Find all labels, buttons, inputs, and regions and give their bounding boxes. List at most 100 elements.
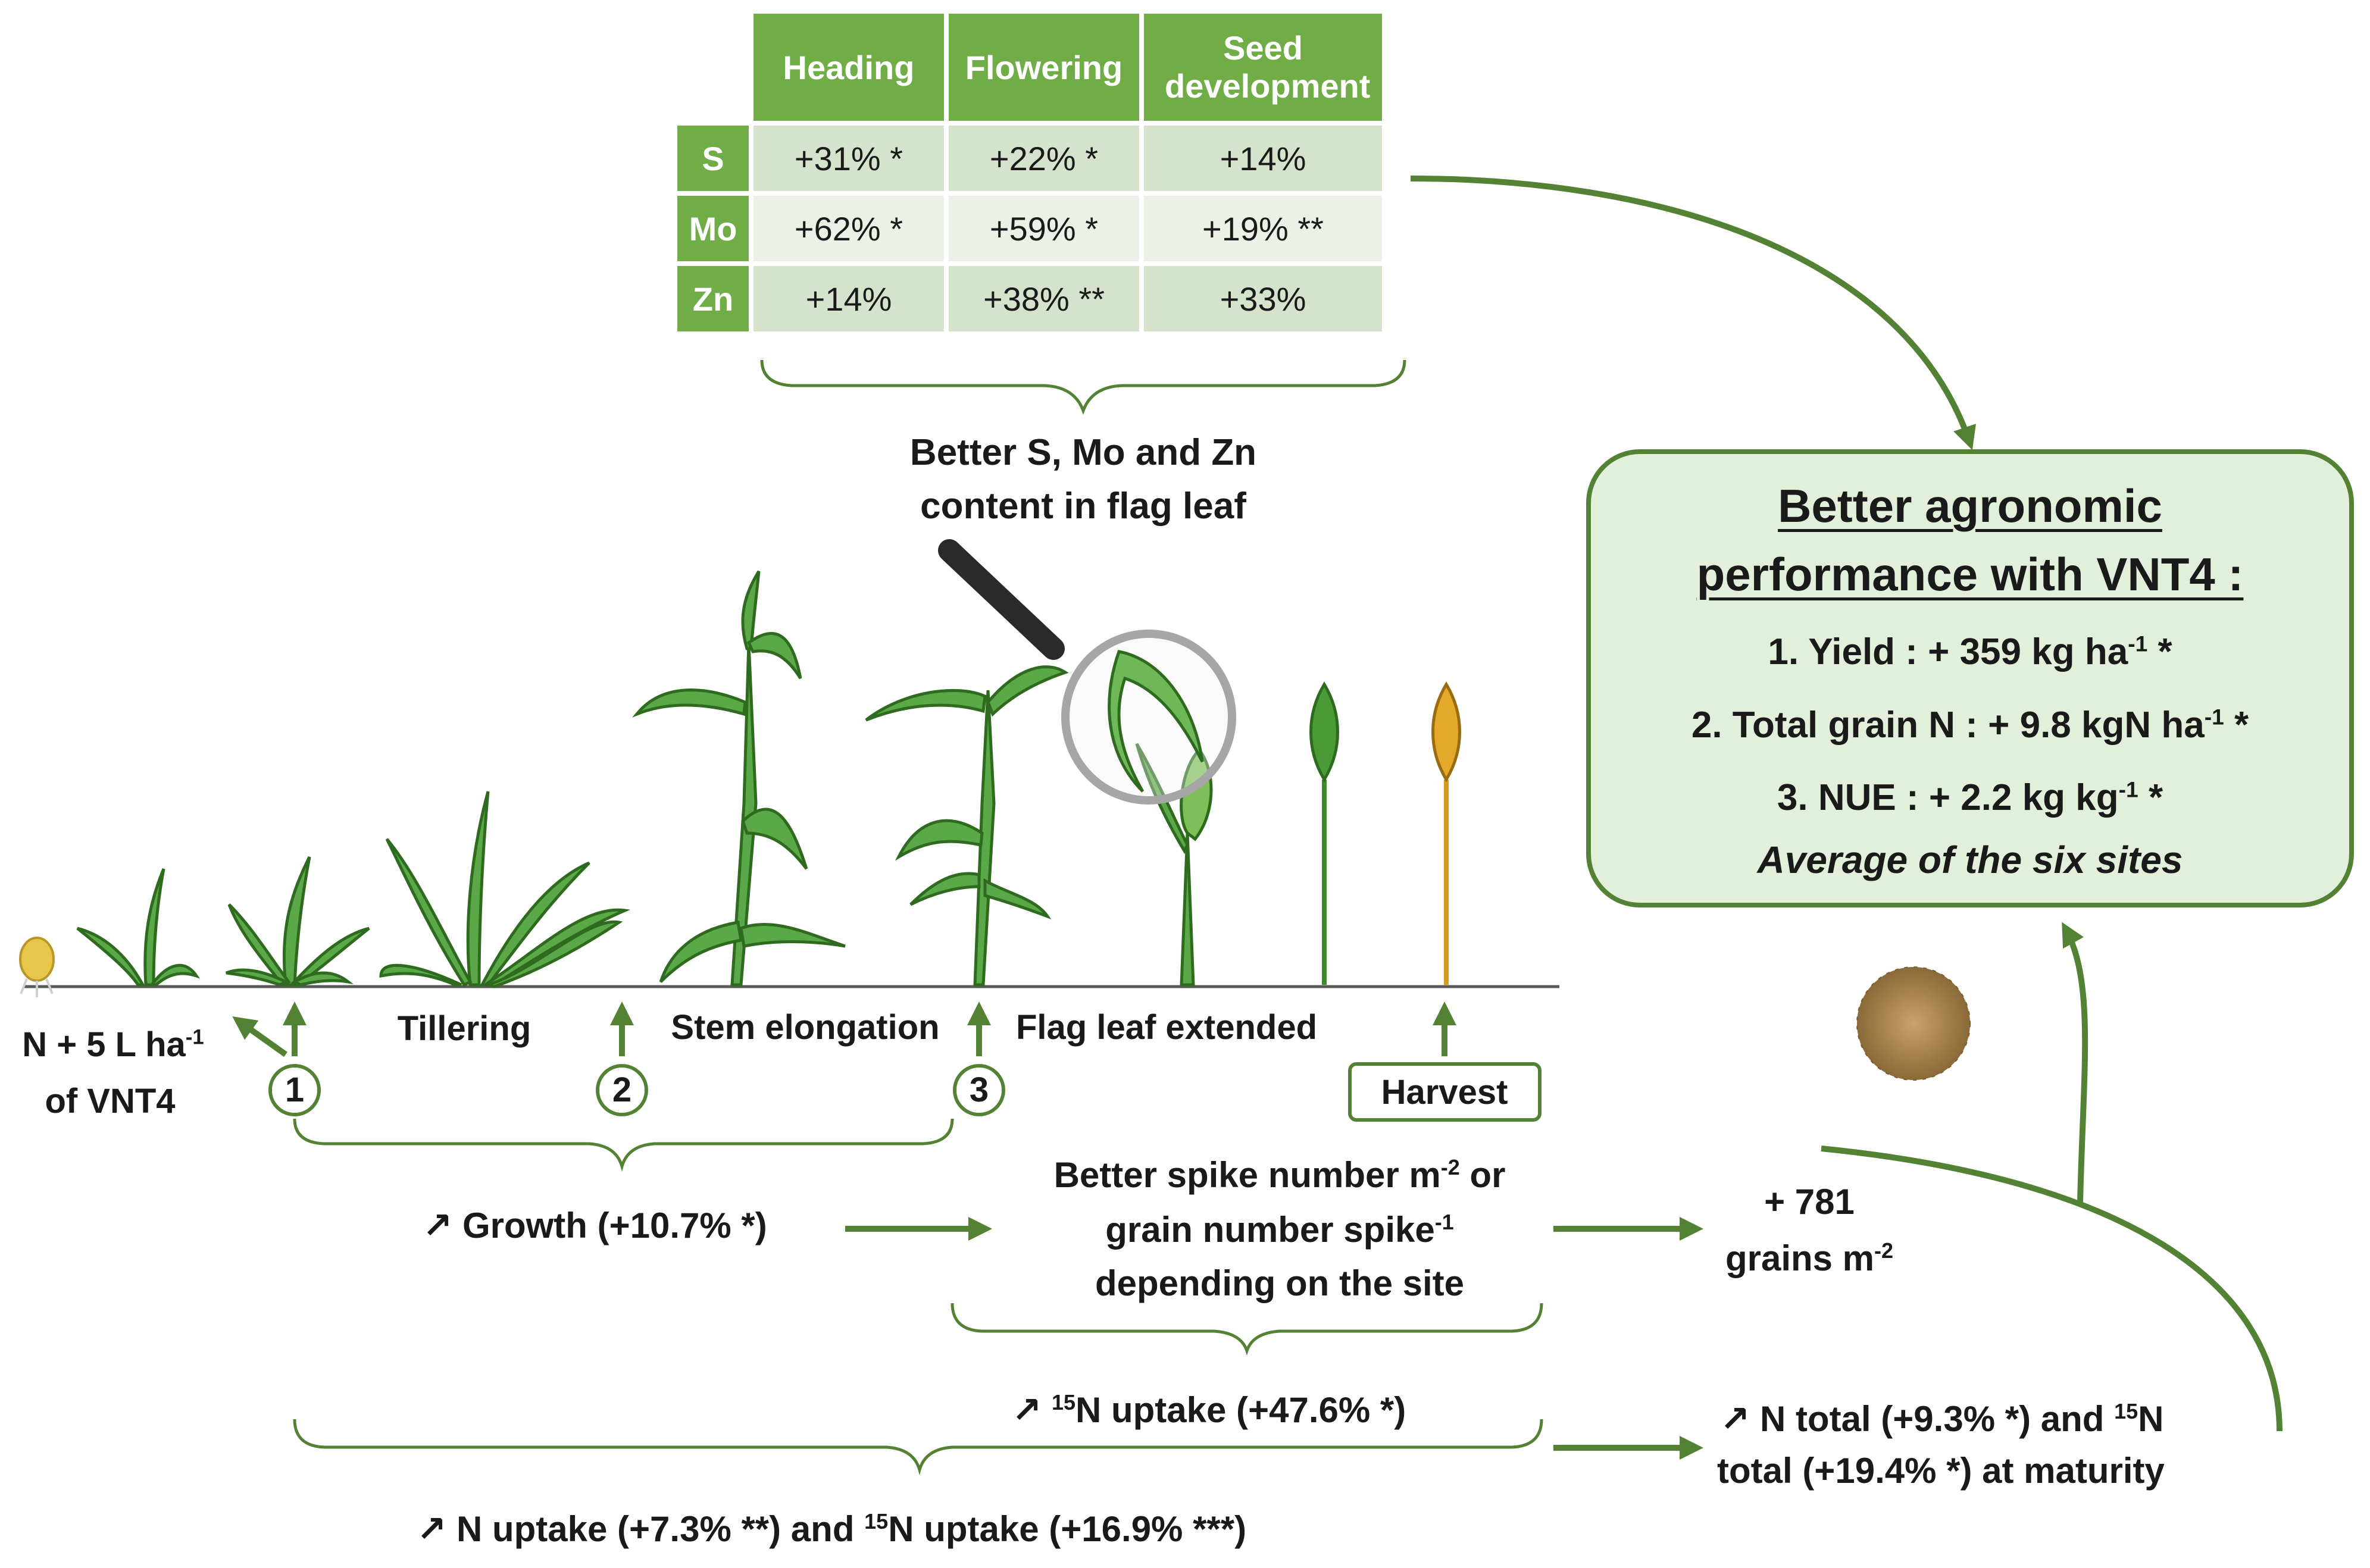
uptake-brace [293,1419,1543,1476]
spike-line2-exponent: -1 [1434,1210,1454,1234]
n15-uptake-text: N uptake (+47.6% *) [1075,1390,1406,1430]
agro-nue-unit-exponent: -1 [2118,777,2138,802]
increase-arrow-icon: ↗ [423,1206,453,1245]
spike-line3: depending on the site [1095,1263,1465,1303]
column-header-seed-development: Seed development [1144,14,1382,121]
stage-label-stem-elongation: Stem elongation [671,1008,940,1047]
agro-nue-text: 3. NUE : + 2.2 kg kg [1777,777,2119,818]
plant-seedling-1-icon [76,868,201,987]
agro-nue: 3. NUE : + 2.2 kg kg-1 * [1777,777,2163,819]
increase-arrow-icon: ↗ [1720,1399,1750,1439]
agro-title-line2: performance with VNT4 : [1696,548,2244,600]
growth-label: ↗ Growth (+10.7% *) [423,1208,767,1244]
n-total-n: N [2138,1399,2164,1439]
arrow-application [232,1016,287,1057]
grains-value: + 781 [1764,1182,1855,1222]
agro-yield-unit-exponent: -1 [2128,631,2148,656]
spike-line2-text: grain number spike [1105,1210,1435,1250]
increase-arrow-icon: ↗ [417,1509,447,1549]
agro-nue-significance: * [2138,777,2163,818]
spike-line1-exponent: -2 [1440,1155,1460,1179]
n-uptake-text: N uptake (+7.3% **) and [456,1509,865,1549]
seed-icon [19,937,55,997]
table-cell: +59% * [949,196,1139,261]
stage-marker-2: 2 [596,1064,648,1116]
n15-isotope: 15 [1051,1390,1075,1414]
table-brace [760,359,1406,415]
spike-line1-tail: or [1459,1155,1506,1195]
table-cell: +19% ** [1144,196,1382,261]
table-cell: +14% [753,266,944,331]
n-uptake-text-2: N uptake (+16.9% ***) [888,1509,1247,1549]
plant-green-spike-icon [1309,681,1339,985]
agro-note: Average of the six sites [1757,838,2183,881]
application-dose: N + 5 L ha [22,1025,186,1064]
grains-unit-text: grains m [1725,1238,1875,1278]
application-unit-exponent: -1 [185,1025,204,1049]
n-uptake-isotope: 15 [864,1509,889,1533]
spike-brace [950,1303,1543,1356]
harvest-box [1348,1062,1542,1122]
column-header-heading: Heading [753,14,944,121]
column-header-flowering-label: Flowering [965,48,1123,86]
flag-leaf-caption-line1: Better S, Mo and Zn [909,432,1257,473]
agro-yield-significance: * [2147,631,2172,672]
plant-seedling-2-icon [226,856,370,987]
stage-label-harvest: Harvest [1381,1073,1508,1112]
plant-tillering-icon [379,791,631,988]
column-header-seed-development-label: Seed development [1165,29,1371,105]
arrow-to-box [2062,922,2088,1203]
table-corner [677,14,749,121]
plant-flag-leaf-icon [865,665,1069,987]
row-header-mo: Mo [677,196,749,261]
spike-line1: Better spike number m-2 or [1054,1157,1506,1193]
application-line2: of VNT4 [45,1082,176,1121]
agro-yield-text: 1. Yield : + 359 kg ha [1768,631,2128,672]
table-cell: +22% * [949,126,1139,191]
table-row: S +31% * +22% * +14% [677,126,1382,191]
agro-grain-n-unit-exponent: -1 [2204,704,2224,730]
table-row: Zn +14% +38% ** +33% [677,266,1382,331]
increase-arrow-icon: ↗ [1012,1390,1042,1430]
n-total-line1: ↗ N total (+9.3% *) and 15N [1720,1401,2163,1437]
n-total-line2: total (+19.4% *) at maturity [1717,1451,2165,1491]
plant-stem-elongation-icon [632,570,846,987]
n-uptake-label: ↗ N uptake (+7.3% **) and 15N uptake (+1… [417,1511,1246,1547]
micronutrient-table: Heading Flowering Seed development S +31… [673,9,1387,336]
stage-marker-1: 1 [268,1064,321,1116]
table-cell: +62% * [753,196,944,261]
stage-label-flag-leaf-extended: Flag leaf extended [1015,1008,1318,1047]
grain-pile-icon [1856,966,1971,1081]
arrow-table-to-box [1410,176,1976,450]
n-total-isotope: 15 [2114,1399,2138,1423]
table-cell: +14% [1144,126,1382,191]
grains-unit: grains m-2 [1725,1238,1894,1278]
table-cell: +33% [1144,266,1382,331]
spike-line2: grain number spike-1 [1105,1212,1454,1248]
growth-value: Growth (+10.7% *) [462,1206,767,1245]
row-header-zn: Zn [677,266,749,331]
table-cell: +38% ** [949,266,1139,331]
row-header-s: S [677,126,749,191]
stage-label-tillering: Tillering [397,1009,531,1048]
stages-brace [293,1118,954,1172]
curve-ntotal-to-box [1821,1146,2283,1432]
agro-grain-n-text: 2. Total grain N : + 9.8 kgN ha [1691,705,2205,746]
agro-grain-n: 2. Total grain N : + 9.8 kgN ha-1 * [1691,704,2249,746]
grains-unit-exponent: -2 [1874,1238,1894,1263]
agro-grain-n-significance: * [2224,705,2249,746]
agronomic-performance-box [1586,449,2354,907]
agro-title-line1: Better agronomic [1778,480,2162,532]
stage-marker-3: 3 [953,1064,1005,1116]
application-line1: N + 5 L ha-1 [22,1025,204,1064]
table-header-row: Heading Flowering Seed development [677,14,1382,121]
n-total-text: N total (+9.3% *) and [1759,1399,2115,1439]
agro-yield: 1. Yield : + 359 kg ha-1 * [1768,631,2172,673]
flag-leaf-caption-line2: content in flag leaf [920,486,1246,527]
table-cell: +31% * [753,126,944,191]
spike-line1-text: Better spike number m [1053,1155,1441,1195]
plant-mature-spike-icon [1431,681,1461,985]
column-header-flowering: Flowering [949,14,1139,121]
